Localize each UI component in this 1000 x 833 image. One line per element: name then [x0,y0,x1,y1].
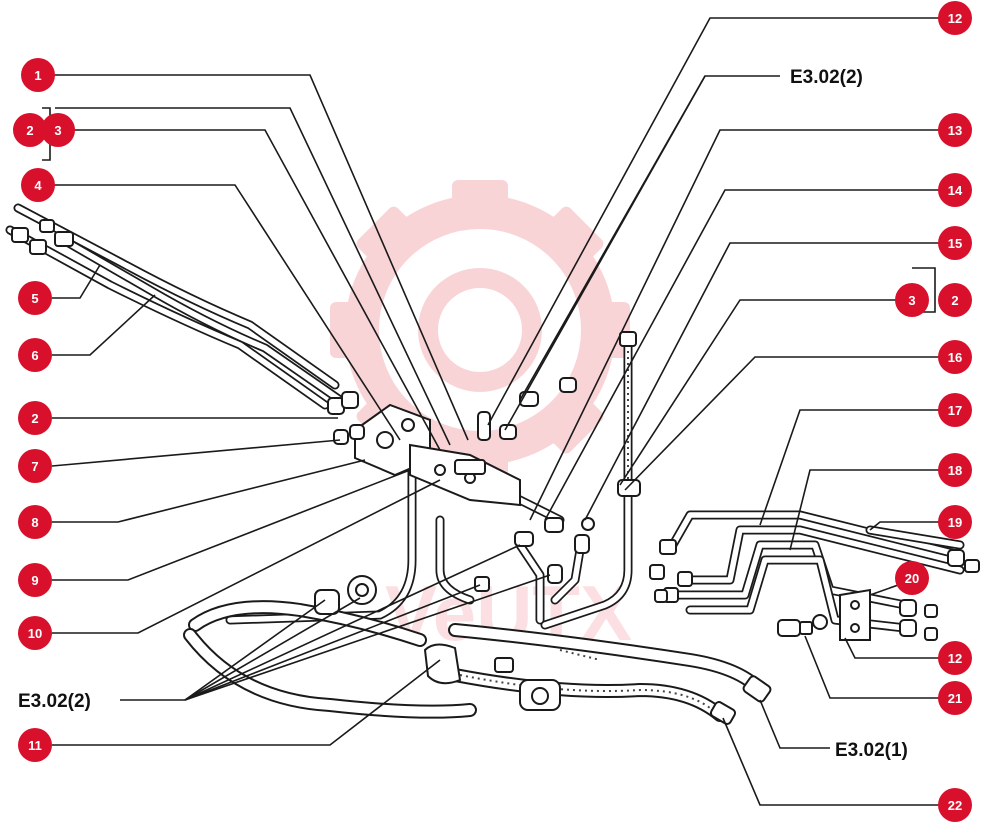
callout-19: 19 [938,505,972,539]
svg-text:17: 17 [948,403,962,418]
svg-text:13: 13 [948,123,962,138]
svg-text:7: 7 [31,459,38,474]
svg-text:18: 18 [948,463,962,478]
callout-3b: 3 [895,283,929,317]
svg-text:1: 1 [34,68,41,83]
callout-2c: 2 [938,283,972,317]
callout-2a: 2 [13,113,47,147]
svg-text:8: 8 [31,515,38,530]
leader-lines [42,17,940,806]
svg-text:15: 15 [948,236,962,251]
svg-text:9: 9 [31,573,38,588]
ref-label-bottom-left: E3.02(2) [18,691,91,712]
callout-badges: 1 2 3 4 5 6 2 7 8 9 10 11 12 13 14 15 3 … [13,1,972,822]
svg-text:11: 11 [28,738,42,753]
callout-10: 10 [18,616,52,650]
callout-13: 13 [938,113,972,147]
svg-text:16: 16 [948,350,962,365]
callout-12a: 12 [938,1,972,35]
callout-6: 6 [18,338,52,372]
callout-7: 7 [18,449,52,483]
svg-text:5: 5 [31,291,38,306]
svg-text:6: 6 [31,348,38,363]
ref-label-top-right: E3.02(2) [790,67,863,88]
callout-1: 1 [21,58,55,92]
callout-12b: 12 [938,641,972,675]
fittings [11,219,980,725]
callout-20: 20 [895,561,929,595]
callout-18: 18 [938,453,972,487]
svg-text:12: 12 [948,651,962,666]
callout-9: 9 [18,563,52,597]
callout-11: 11 [18,728,52,762]
valve-block [354,403,521,507]
callout-2b: 2 [18,401,52,435]
callout-21: 21 [938,681,972,715]
hydraulic-lines [5,203,965,722]
svg-text:3: 3 [54,123,61,138]
svg-text:10: 10 [28,626,42,641]
callout-15: 15 [938,226,972,260]
svg-text:22: 22 [948,798,962,813]
callout-3a: 3 [41,113,75,147]
ref-label-bottom-right: E3.02(1) [835,740,908,761]
svg-text:4: 4 [34,178,42,193]
svg-text:20: 20 [905,571,919,586]
svg-text:21: 21 [948,691,962,706]
svg-text:2: 2 [951,293,958,308]
svg-text:2: 2 [31,411,38,426]
svg-text:19: 19 [948,515,962,530]
callout-22: 22 [938,788,972,822]
svg-text:14: 14 [948,183,963,198]
callout-4: 4 [21,168,55,202]
callout-5: 5 [18,281,52,315]
svg-text:2: 2 [26,123,33,138]
svg-text:12: 12 [948,11,962,26]
callout-8: 8 [18,505,52,539]
callout-17: 17 [938,393,972,427]
callout-16: 16 [938,340,972,374]
svg-text:3: 3 [908,293,915,308]
callout-14: 14 [938,173,972,207]
